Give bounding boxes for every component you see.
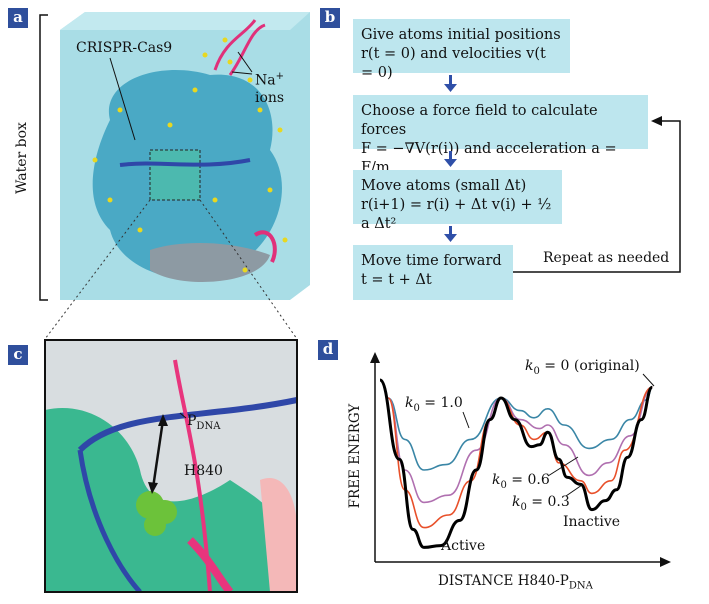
water-box-bracket [39,14,48,301]
k1-value: 1.0 [440,395,463,411]
panel-d-label: d [318,340,338,360]
step-1-line2: r(t = 0) and velocities v(t = 0) [361,46,546,81]
step-move-atoms: Move atoms (small Δt) r(i+1) = r(i) + Δt… [353,170,562,232]
curve-k0-0-original- [378,378,654,549]
h840-label: H840 [184,463,223,479]
step-force-field: Choose a force field to calculate forces… [353,95,648,176]
k03-value: 0.3 [547,494,570,510]
legend-k03: k0 = 0.3 [512,494,570,513]
crispr-label: CRISPR-Cas9 [76,40,173,56]
leader-k06 [547,456,579,477]
ions-text: ions [255,89,285,106]
step-1-line1: Give atoms initial positions [361,27,561,43]
down-arrow-icons [444,75,457,242]
step-2-line1: Choose a force field to calculate forces [361,103,598,138]
step-4-line1: Move time forward [361,253,502,269]
k0-value: 0 (original) [560,358,640,374]
pdna-sub: DNA [196,420,221,432]
na-ion-label: Na+ ions [255,68,284,107]
active-annotation: Active [441,538,486,554]
y-axis-label: FREE ENERGY [347,403,363,509]
loop-arrowhead-icon [651,116,662,126]
leader-k0 [642,373,655,387]
panel-c-label: c [8,345,28,365]
na-charge: + [275,71,284,82]
step-3-line2: r(i+1) = r(i) + Δt v(i) + ½ a Δt² [361,197,552,232]
x-axis-label-sub: DNA [568,580,593,592]
panel-b-label: b [320,8,340,28]
pdna-text: P [187,413,197,429]
legend-k1: k0 = 1.0 [405,395,463,414]
step-4-line2: t = t + Δt [361,272,432,288]
na-text: Na [255,72,276,89]
x-axis-arrow-icon [660,557,671,567]
curve-k0-0-3 [387,386,653,529]
legend-k06: k0 = 0.6 [492,472,550,491]
sodium-ions [92,37,288,273]
x-axis-label-text: DISTANCE H840-P [438,573,569,589]
repeat-label: Repeat as needed [543,250,670,266]
y-axis-arrow-icon [370,352,380,363]
step-initial-positions: Give atoms initial positions r(t = 0) an… [353,19,570,81]
curve-k0-1-0 [387,386,653,471]
repeat-loop-line [513,120,681,273]
step-3-line1: Move atoms (small Δt) [361,178,527,194]
curve-k0-0-6 [387,386,653,504]
step-time-forward: Move time forward t = t + Δt [353,245,513,300]
inactive-annotation: Inactive [563,514,621,530]
k06-value: 0.6 [527,472,550,488]
x-axis-label: DISTANCE H840-PDNA [438,573,593,592]
legend-k0: k0 = 0 (original) [525,358,640,377]
panel-a-label: a [8,8,28,28]
leader-k03 [565,484,583,497]
pdna-label: PDNA [187,413,220,432]
leader-k1 [462,411,470,429]
